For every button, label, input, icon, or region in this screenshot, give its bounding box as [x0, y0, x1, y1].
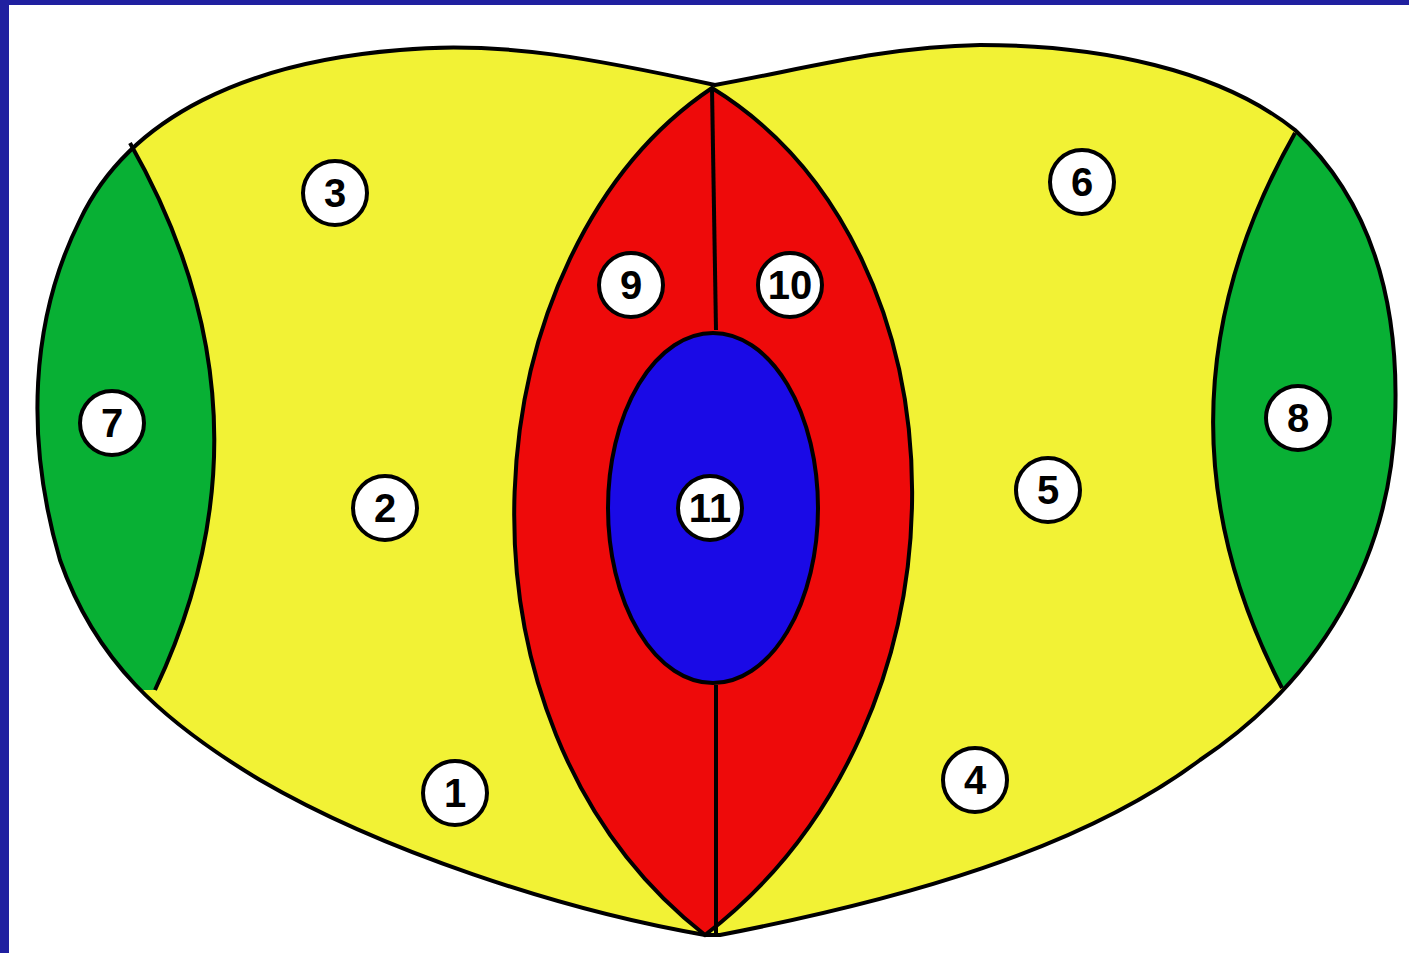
callout-number: 7: [101, 403, 123, 443]
green-zone: [0, 143, 214, 690]
gland-outline: [37, 45, 1395, 935]
callout-number: 2: [374, 488, 396, 528]
circle-shape: [80, 391, 144, 455]
callout-number: 3: [324, 173, 346, 213]
callout-circle: 3: [300, 158, 370, 228]
callout-circle: 2: [350, 473, 420, 543]
callout-circle: 6: [1047, 147, 1117, 217]
callout-circle: 4: [940, 745, 1010, 815]
callout-circle: 7: [77, 388, 147, 458]
callout-circle: 10: [755, 250, 825, 320]
circle-shape: [353, 476, 417, 540]
callout-circle: 11: [675, 473, 745, 543]
callout-number: 5: [1037, 470, 1059, 510]
callout-number: 9: [620, 265, 642, 305]
circle-shape: [1016, 458, 1080, 522]
callout-number: 4: [964, 760, 986, 800]
circle-shape: [678, 476, 742, 540]
callout-circle: 1: [420, 758, 490, 828]
red-zone: [514, 88, 912, 935]
yellow-zone: [37, 45, 1395, 935]
circle-shape: [758, 253, 822, 317]
callout-circle: 5: [1013, 455, 1083, 525]
circle-shape: [303, 161, 367, 225]
callout-number: 10: [768, 265, 813, 305]
callout-circle: 8: [1263, 383, 1333, 453]
callout-circle: 9: [596, 250, 666, 320]
frame-bar: [0, 0, 9, 953]
circle-shape: [1050, 150, 1114, 214]
circle-shape: [1266, 386, 1330, 450]
zone-border: [712, 88, 716, 330]
zone-border: [714, 685, 718, 935]
callout-number: 6: [1071, 162, 1093, 202]
callout-number: 11: [689, 488, 731, 528]
circle-shape: [943, 748, 1007, 812]
callout-number: 8: [1287, 398, 1309, 438]
frame-bar: [0, 0, 1409, 5]
circle-shape: [423, 761, 487, 825]
circle-shape: [599, 253, 663, 317]
callout-number: 1: [444, 773, 466, 813]
green-zone: [1213, 133, 1409, 688]
blue-zone: [608, 333, 818, 683]
